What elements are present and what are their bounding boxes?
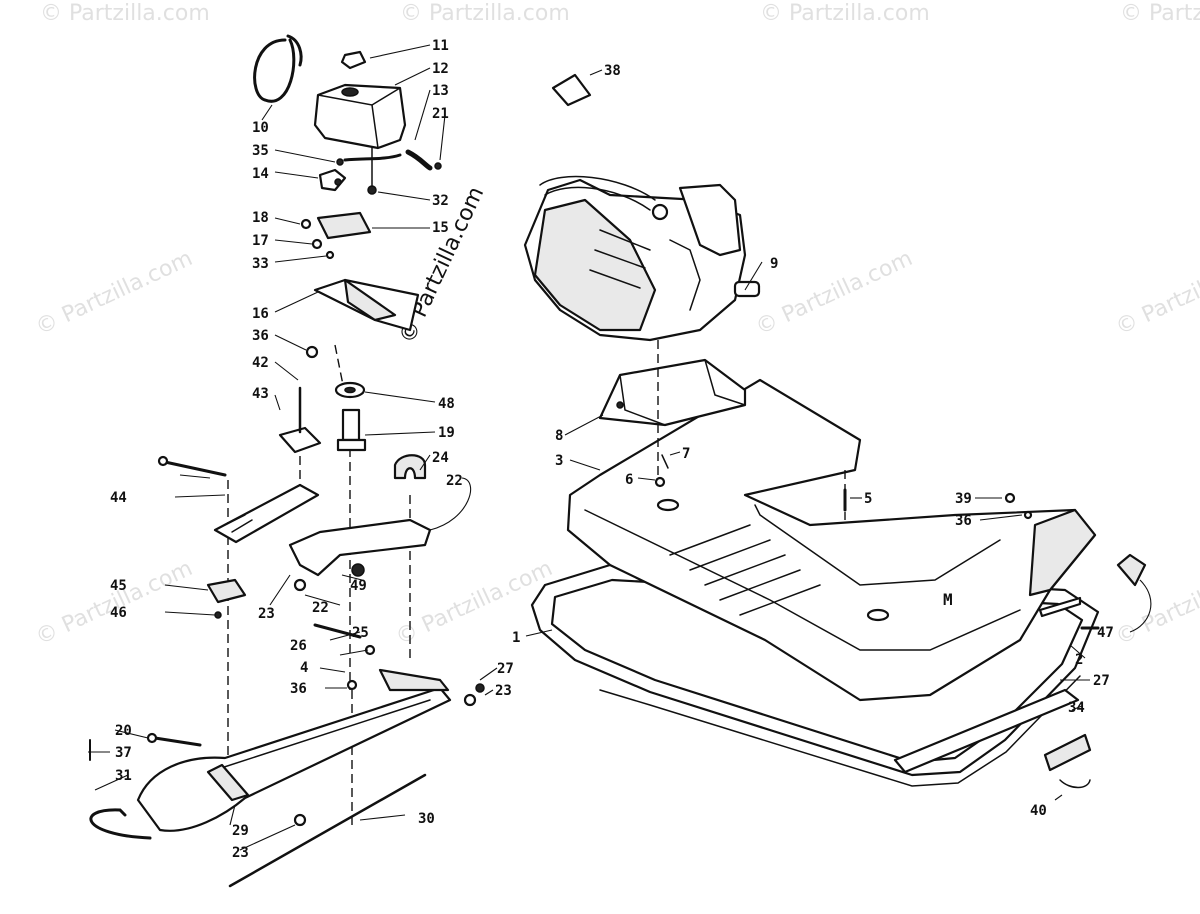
callout-23-a: 22 <box>312 600 329 616</box>
callout-47: 48 <box>438 396 455 412</box>
callout-15: 15 <box>432 220 449 236</box>
callout-36-c: 36 <box>955 513 972 529</box>
trim-strip-part <box>1038 596 1082 618</box>
block-part <box>206 578 247 604</box>
callout-7: 7 <box>682 446 690 462</box>
callout-31: 31 <box>115 768 132 784</box>
callout-26: 25 <box>352 625 369 641</box>
callout-2: 2 <box>1075 652 1083 668</box>
callout-8: 8 <box>555 428 563 444</box>
callout-36-a: 36 <box>252 328 269 344</box>
reflector-part <box>1043 733 1092 772</box>
callout-44: 45 <box>110 578 127 594</box>
callout-23-c: 23 <box>232 845 249 861</box>
runner-part <box>228 773 427 888</box>
watermark: © Partzilla.com <box>400 1 570 26</box>
callout-27-b: 27 <box>497 661 514 677</box>
callout-13: 13 <box>432 83 449 99</box>
callout-12: 12 <box>432 61 449 77</box>
callout-3: 3 <box>555 453 563 469</box>
callout-17: 17 <box>252 233 269 249</box>
callout-10: 10 <box>252 120 269 136</box>
callout-14: 14 <box>252 166 269 182</box>
callout-45: 46 <box>110 605 127 621</box>
callout-18: 18 <box>252 210 269 226</box>
callout-21: 21 <box>432 106 449 122</box>
pad-part <box>316 211 372 240</box>
callout-32: 32 <box>432 193 449 209</box>
spindle-part <box>336 408 367 452</box>
fuel-tank-part <box>313 83 407 150</box>
chassis-logo-text: M <box>943 590 953 609</box>
callout-27-a: 26 <box>290 638 307 654</box>
callout-30: 30 <box>418 811 435 827</box>
callout-35: 35 <box>252 143 269 159</box>
callout-48: 49 <box>350 578 367 594</box>
saddle-clamp-part <box>393 454 427 480</box>
callout-39: 39 <box>955 491 972 507</box>
callout-11: 11 <box>432 38 449 54</box>
callout-40: 40 <box>1030 803 1047 819</box>
watermark: © Partzilla.com <box>32 246 196 340</box>
callout-46: 47 <box>1097 625 1114 641</box>
callout-24: 23 <box>258 606 275 622</box>
callout-1: 1 <box>512 630 520 646</box>
ski-loop-part <box>89 808 152 840</box>
callout-28: 27 <box>1093 673 1110 689</box>
callout-41: 42 <box>252 355 269 371</box>
chassis-pan-part: M <box>566 378 1097 702</box>
callout-33: 33 <box>252 256 269 272</box>
decal-part <box>551 73 592 107</box>
callout-37: 37 <box>115 745 132 761</box>
callout-20: 20 <box>115 723 132 739</box>
primer-part <box>318 168 347 192</box>
cap-part <box>340 50 367 70</box>
callout-25: 24 <box>432 450 449 466</box>
hinge-plate-part <box>278 426 322 454</box>
watermark: © Partzilla.com <box>1112 246 1200 340</box>
callout-16: 16 <box>252 306 269 322</box>
fuel-line-part <box>336 147 442 195</box>
side-rail-part <box>893 688 1080 774</box>
callout-36-b: 36 <box>290 681 307 697</box>
steering-arm-part <box>213 483 320 544</box>
ski-part <box>136 668 452 832</box>
engine-mount-bracket-part <box>598 358 747 427</box>
bumper-part <box>1116 553 1147 587</box>
callout-22: 22 <box>446 473 463 489</box>
watermark: © Partzilla.com <box>32 556 196 650</box>
engine-assembly-part <box>523 175 761 342</box>
watermark: © Partzilla.com <box>40 1 210 26</box>
callout-19: 19 <box>438 425 455 441</box>
callout-34: 34 <box>1068 700 1085 716</box>
tank-bracket-part <box>313 278 420 332</box>
steering-link-part <box>288 518 432 577</box>
callout-43: 44 <box>110 490 127 506</box>
watermark: © Partzilla.com <box>760 1 930 26</box>
callout-42: 43 <box>252 386 269 402</box>
vent-slots <box>669 524 821 616</box>
callout-6: 6 <box>625 472 633 488</box>
callout-23-b: 23 <box>495 683 512 699</box>
callout-5: 5 <box>864 491 872 507</box>
callout-29: 29 <box>232 823 249 839</box>
callout-layer: 11 12 13 21 10 35 14 32 18 15 17 33 16 3… <box>88 38 1152 861</box>
strap-part <box>253 34 303 103</box>
watermark: © Partzilla.com <box>392 556 556 650</box>
callout-9: 9 <box>770 256 778 272</box>
callout-38: 38 <box>604 63 621 79</box>
callout-4: 4 <box>300 660 308 676</box>
watermark: © Partzilla.com <box>1120 1 1200 26</box>
